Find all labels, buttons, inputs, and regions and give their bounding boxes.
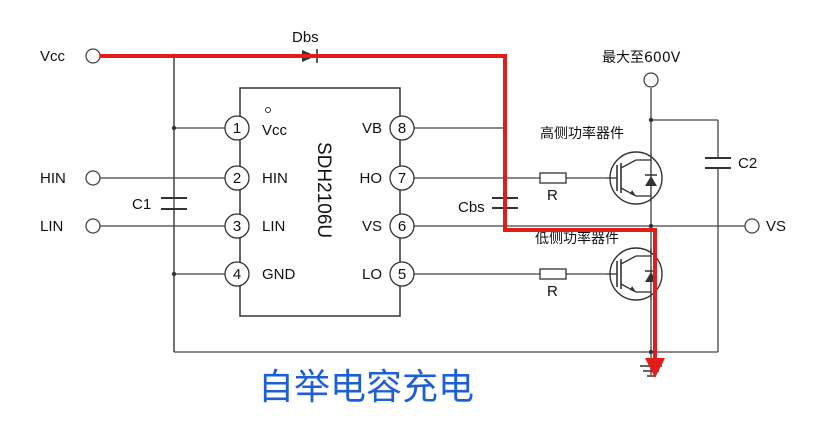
low-side-igbt — [606, 247, 663, 301]
svg-text:4: 4 — [233, 266, 241, 283]
pin-5: 5 LO — [362, 261, 415, 287]
pin-2-label: HIN — [262, 170, 288, 187]
vs-terminal — [744, 218, 760, 234]
cbs-label: Cbs — [458, 199, 485, 216]
pin-6: 6 VS — [362, 213, 415, 239]
vs-out-label: VS — [766, 218, 786, 235]
hin-terminal — [85, 170, 101, 186]
vcc-terminal — [85, 48, 101, 64]
supply-label: 最大至600V — [602, 50, 681, 66]
pin-4: 4 GND — [224, 261, 296, 287]
diagram-caption: 自举电容充电 — [258, 367, 474, 408]
terminals — [85, 48, 760, 234]
pin-7: 7 HO — [360, 165, 415, 191]
pin-4-label: GND — [262, 266, 296, 283]
chip-right-pins: 8 VB 7 HO 6 VS 5 LO — [360, 115, 415, 287]
pin-3-label: LIN — [262, 218, 285, 235]
supply-terminal — [643, 72, 659, 88]
pin-5-label: LO — [362, 266, 382, 283]
svg-text:6: 6 — [398, 218, 406, 235]
capacitor-c1 — [161, 197, 187, 210]
pin-7-label: HO — [360, 170, 383, 187]
svg-text:7: 7 — [398, 170, 406, 187]
lin-label: LIN — [40, 218, 63, 235]
wires — [100, 55, 745, 375]
resistor-high — [539, 172, 567, 184]
c2-label: C2 — [738, 155, 757, 172]
high-side-igbt — [606, 151, 663, 205]
vcc-label: Vcc — [40, 48, 66, 65]
r-high-label: R — [547, 187, 558, 204]
svg-text:3: 3 — [233, 218, 241, 235]
pin-8: 8 VB — [362, 115, 415, 141]
pin-3: 3 LIN — [224, 213, 285, 239]
lin-terminal — [85, 218, 101, 234]
r-low-label: R — [547, 283, 558, 300]
pin-1-label: Vcc — [262, 122, 288, 139]
pin-1: 1 Vcc — [224, 115, 288, 141]
low-side-label: 低侧功率器件 — [535, 230, 619, 247]
svg-text:5: 5 — [398, 266, 406, 283]
pin-2: 2 HIN — [224, 165, 288, 191]
capacitor-c2 — [705, 157, 731, 169]
high-side-label: 高侧功率器件 — [540, 125, 624, 142]
hin-label: HIN — [40, 170, 66, 187]
c1-label: C1 — [132, 196, 151, 213]
chip-name: SDH2106U — [313, 142, 334, 238]
chip-left-pins: 1 Vcc 2 HIN 3 LIN 4 GND — [224, 115, 296, 287]
pin-8-label: VB — [362, 120, 382, 137]
dbs-label: Dbs — [292, 29, 319, 46]
svg-text:1: 1 — [233, 120, 241, 137]
svg-text:2: 2 — [233, 170, 241, 187]
resistor-low — [539, 268, 567, 280]
ic-chip: SDH2106U — [239, 87, 401, 317]
pin-6-label: VS — [362, 218, 382, 235]
svg-text:8: 8 — [398, 120, 406, 137]
charging-path — [100, 54, 665, 378]
